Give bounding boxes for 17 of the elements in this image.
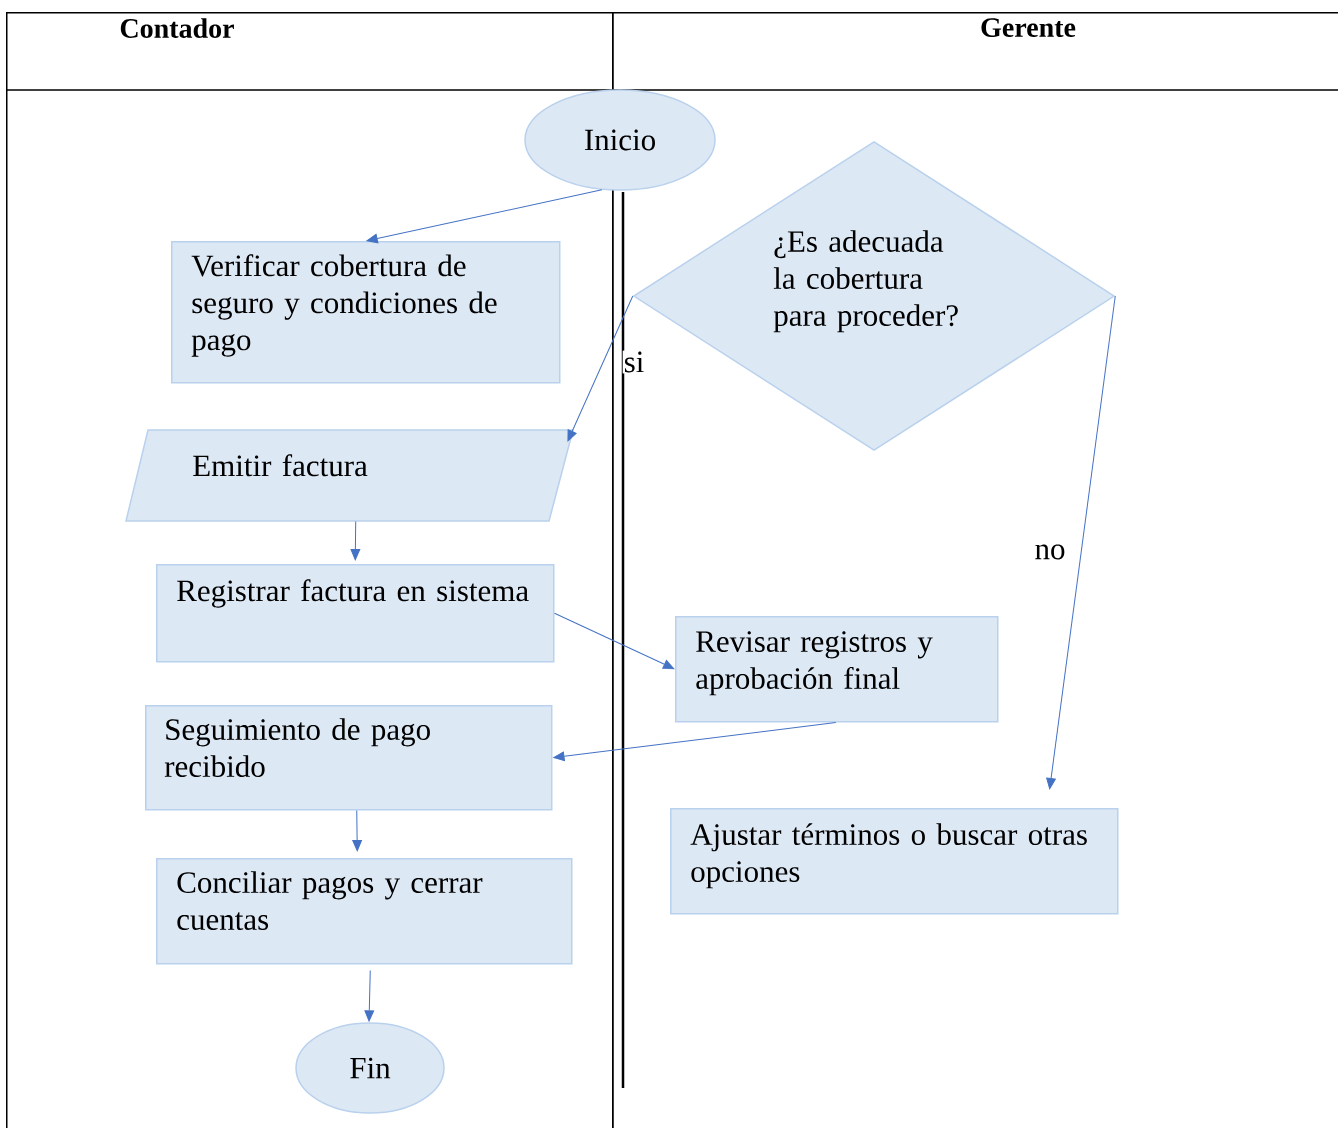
edge-label: si	[622, 350, 646, 374]
process-box: Ajustar términos o buscar otras opciones	[670, 808, 1119, 915]
arrow	[352, 810, 362, 852]
process-box: Conciliar pagos y cerrar cuentas	[156, 858, 573, 965]
arrow	[554, 612, 675, 670]
arrow	[364, 970, 375, 1022]
arrow	[350, 520, 361, 561]
edge-label: no	[1033, 543, 1067, 561]
process-box: Seguimiento de pago recibido	[145, 705, 553, 811]
arrow	[1046, 295, 1116, 790]
data-parallelogram: Emitir factura	[125, 429, 574, 522]
process-box: Registrar factura en sistema	[156, 564, 555, 663]
arrow	[553, 722, 837, 762]
arrow	[567, 295, 634, 442]
process-box: Verificar cobertura de seguro y condiciones de pago	[171, 241, 561, 384]
arrow	[366, 189, 603, 244]
process-box: Revisar registros y aprobación final	[675, 616, 999, 723]
